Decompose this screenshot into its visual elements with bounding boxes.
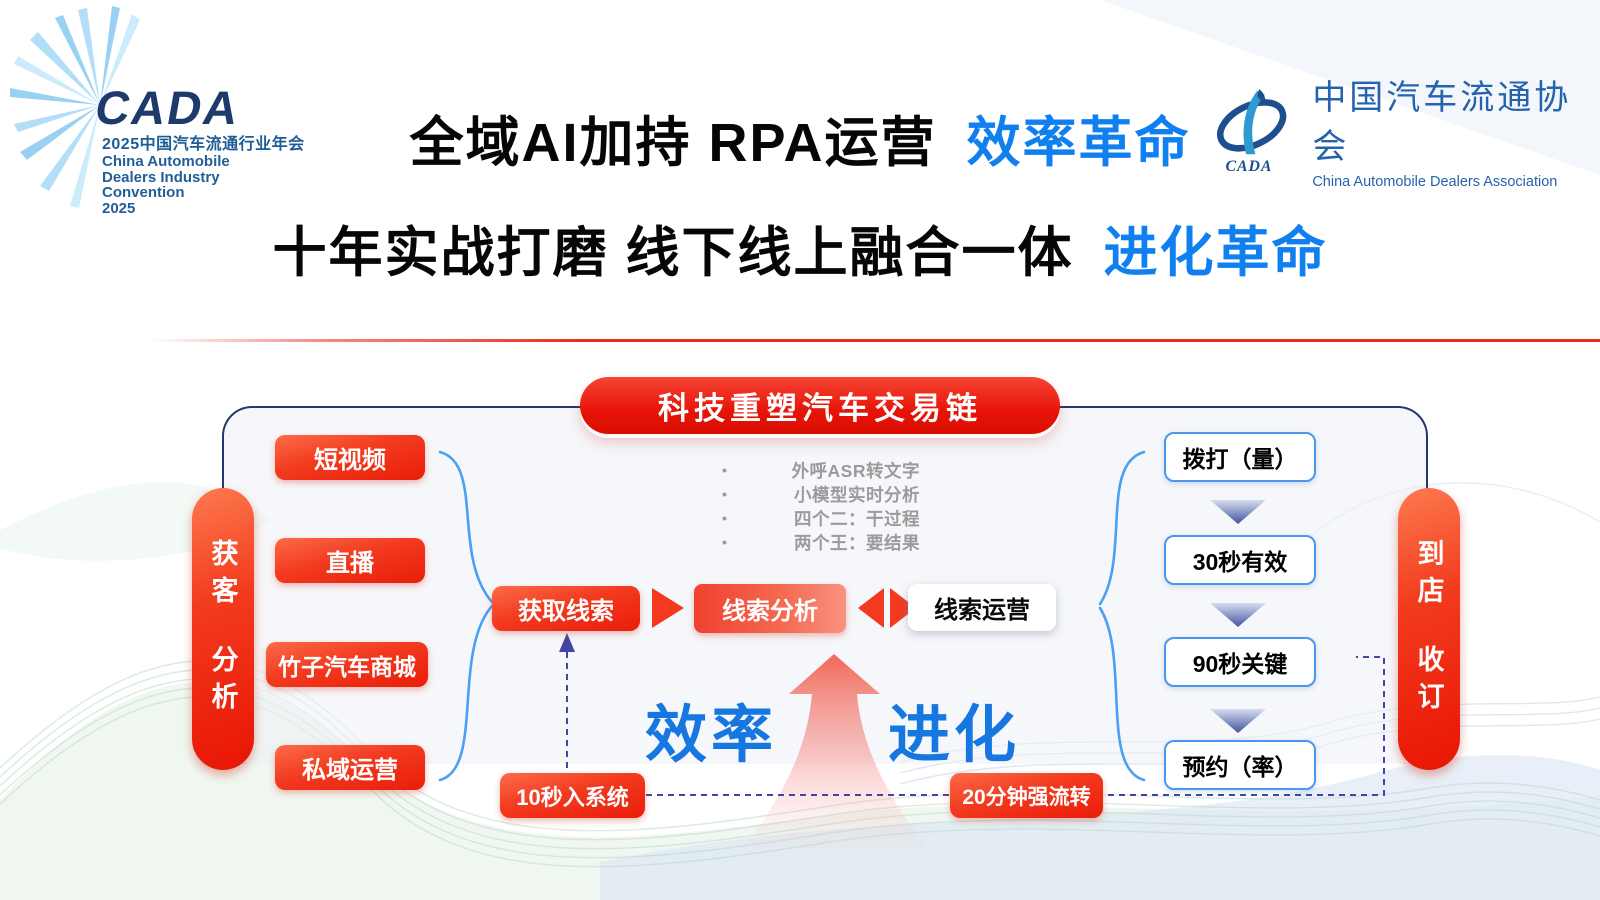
pill-visit-order: 到店 收订: [1398, 488, 1460, 770]
down-chevron-icon: [1210, 500, 1266, 733]
bullet-dot: •: [722, 462, 727, 478]
label-20min-flow: 20分钟强流转: [950, 773, 1103, 818]
step-dial-volume: 拨打（量）: [1164, 432, 1316, 482]
bullet-text: 四个二：干过程: [794, 508, 920, 529]
association-logo: CADA 中国汽车流通协会 China Automobile Dealers A…: [1205, 70, 1600, 190]
bullet-text: 外呼ASR转文字: [791, 460, 920, 481]
growth-arrow-icon: [742, 654, 928, 848]
bullet-item: • 四个二：干过程: [722, 506, 920, 530]
right-brace-icon: [1098, 450, 1146, 782]
left-brace-icon: [438, 450, 494, 782]
bullet-dot: •: [722, 510, 727, 526]
step-90s-key: 90秒关键: [1164, 637, 1316, 687]
sub-title-black: 十年实战打磨 线下线上融合一体: [272, 223, 1074, 283]
up-dashed-arrow-icon: [559, 633, 575, 652]
btn-livestream: 直播: [275, 538, 425, 583]
btn-short-video: 短视频: [275, 435, 425, 480]
sub-title: 十年实战打磨 线下线上融合一体进化革命: [20, 208, 1580, 287]
bullet-text: 两个王：要结果: [794, 532, 920, 553]
diagram-banner: 科技重塑汽车交易链: [580, 377, 1060, 434]
flow-arrow-icon: [652, 588, 684, 628]
keyword-evolution: 进化: [888, 701, 1021, 770]
step-appointment-rate: 预约（率）: [1164, 740, 1316, 790]
association-name-en: China Automobile Dealers Association: [1312, 174, 1558, 190]
btn-bamboo-auto-mall: 竹子汽车商城: [266, 642, 428, 687]
flow-lead-analysis: 线索分析: [694, 584, 846, 633]
pill-word-analyze: 分析: [207, 645, 238, 719]
pill-acquire-analyze: 获客 分析: [192, 488, 254, 770]
bullet-item: • 外呼ASR转文字: [722, 458, 920, 482]
pill-word-visit: 到店: [1413, 539, 1444, 613]
keyword-efficiency: 效率: [645, 701, 778, 770]
label-10s-into-system: 10秒入系统: [500, 773, 645, 818]
flow-get-leads: 获取线索: [492, 586, 640, 631]
convention-title-en1: China Automobile: [102, 153, 230, 170]
convention-title-year: 2025: [102, 199, 136, 217]
main-title: 全域AI加持 RPA运营效率革命: [20, 98, 1580, 177]
logo-rays-icon: [10, 6, 140, 208]
double-arrow-icon: [858, 588, 916, 628]
flow-lead-operation: 线索运营: [908, 584, 1056, 631]
pill-word-order: 收订: [1413, 645, 1444, 719]
btn-private-domain: 私域运营: [275, 745, 425, 790]
bullet-item: • 两个王：要结果: [722, 530, 920, 554]
emblem-wordmark: CADA: [1226, 158, 1273, 175]
association-emblem-icon: CADA: [1216, 88, 1287, 175]
bullet-dot: •: [722, 534, 727, 550]
bullet-item: • 小模型实时分析: [722, 482, 920, 506]
main-title-black: 全域AI加持 RPA运营: [409, 113, 937, 173]
sub-title-blue: 进化革命: [1103, 223, 1328, 283]
convention-title-cn: 2025中国汽车流通行业年会: [102, 136, 305, 153]
bullet-text: 小模型实时分析: [794, 484, 920, 505]
convention-title-en2: Dealers Industry: [102, 168, 220, 186]
pill-word-acquire: 获客: [207, 539, 238, 613]
convention-title-en3: Convention: [102, 184, 185, 201]
bullet-dot: •: [722, 486, 727, 502]
red-divider-line: [150, 339, 1600, 342]
convention-logo-text: 2025中国汽车流通行业年会 China Automobile Dealers …: [102, 130, 305, 216]
analysis-bullet-list: • 外呼ASR转文字 • 小模型实时分析 • 四个二：干过程 • 两个王：要结果: [722, 458, 920, 554]
main-title-blue: 效率革命: [966, 113, 1191, 173]
step-30s-valid: 30秒有效: [1164, 535, 1316, 585]
association-name-cn: 中国汽车流通协会: [1312, 80, 1572, 166]
